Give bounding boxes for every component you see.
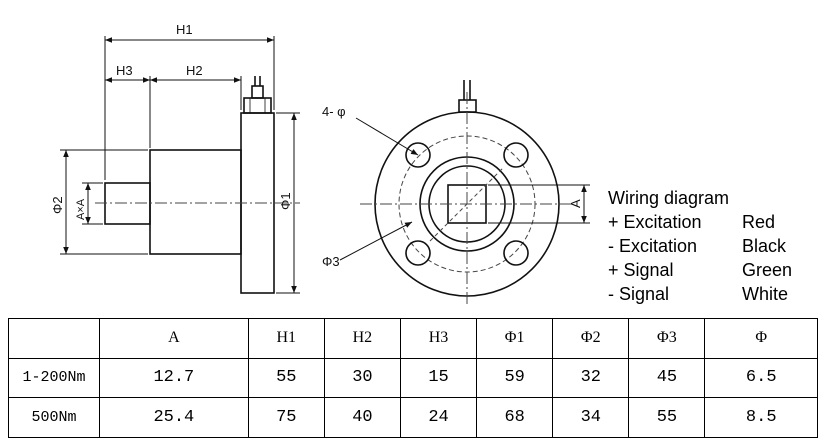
side-connector-nut bbox=[251, 85, 264, 99]
front-hole-bl bbox=[405, 240, 431, 266]
front-holes-label: 4- φ bbox=[322, 104, 346, 119]
table-header: H2 bbox=[323, 318, 401, 359]
wiring-color: Green bbox=[742, 260, 793, 280]
table-cell: 40 bbox=[323, 397, 401, 438]
table-header: Φ1 bbox=[476, 318, 554, 359]
side-connector-base bbox=[243, 97, 272, 114]
wiring-row: + Excitation Red bbox=[608, 210, 818, 234]
wiring-signal: + Signal bbox=[608, 260, 674, 280]
table-header: H3 bbox=[399, 318, 478, 359]
wiring-color: Red bbox=[742, 212, 776, 232]
table-cell: 12.7 bbox=[99, 357, 249, 399]
side-view bbox=[104, 76, 275, 294]
wiring-row: - Signal White bbox=[608, 282, 818, 306]
table-row-label: 500Nm bbox=[8, 397, 100, 438]
dim-phi1-label: Φ1 bbox=[278, 192, 293, 210]
table-cell: 15 bbox=[399, 357, 478, 399]
table-cell: 68 bbox=[476, 397, 554, 438]
dim-H1-label: H1 bbox=[176, 22, 193, 37]
table-cell: 25.4 bbox=[99, 397, 249, 438]
table-cell: 55 bbox=[628, 397, 706, 438]
table-header bbox=[8, 318, 100, 359]
table-header: A bbox=[99, 318, 249, 359]
table-cell: 34 bbox=[552, 397, 630, 438]
table-cell: 75 bbox=[247, 397, 325, 438]
table-cell: 45 bbox=[628, 357, 706, 399]
wiring-signal: - Signal bbox=[608, 284, 670, 304]
table-header-row: A H1 H2 H3 Φ1 Φ2 Φ3 Φ bbox=[8, 318, 818, 359]
table-cell: 59 bbox=[476, 357, 554, 399]
front-hole-br bbox=[503, 240, 529, 266]
dim-phi2-label: Φ2 bbox=[50, 196, 65, 214]
wiring-row: + Signal Green bbox=[608, 258, 818, 282]
dim-H3-label: H3 bbox=[116, 63, 133, 78]
table-cell: 24 bbox=[399, 397, 478, 438]
wiring-signal: - Excitation bbox=[608, 236, 698, 256]
table-header: Φ2 bbox=[552, 318, 630, 359]
side-body bbox=[149, 149, 242, 255]
table-header: H1 bbox=[247, 318, 325, 359]
wiring-row: - Excitation Black bbox=[608, 234, 818, 258]
technical-drawing: H1 H3 H2 Φ1 Φ2 A×A 4- φ Φ3 A bbox=[50, 22, 590, 305]
table-header: Φ bbox=[704, 318, 818, 359]
table-cell: 30 bbox=[323, 357, 401, 399]
dim-axa-label: A×A bbox=[75, 198, 87, 220]
table-row: 500Nm 25.4 75 40 24 68 34 55 8.5 bbox=[8, 397, 818, 438]
wiring-color: White bbox=[742, 284, 789, 304]
wiring-title: Wiring diagram bbox=[608, 188, 730, 208]
table-cell: 32 bbox=[552, 357, 630, 399]
table-row: 1-200Nm 12.7 55 30 15 59 32 45 6.5 bbox=[8, 357, 818, 399]
table-cell: 8.5 bbox=[704, 397, 818, 438]
front-hole-tr bbox=[503, 142, 529, 168]
table-cell: 55 bbox=[247, 357, 325, 399]
front-A-label: A bbox=[568, 199, 583, 208]
wiring-signal: + Excitation bbox=[608, 212, 702, 232]
front-hole-tl bbox=[405, 142, 431, 168]
spec-table: A H1 H2 H3 Φ1 Φ2 Φ3 Φ 1-200Nm 12.7 55 30… bbox=[8, 318, 818, 438]
table-cell: 6.5 bbox=[704, 357, 818, 399]
front-phi3-label: Φ3 bbox=[322, 254, 340, 269]
wiring-diagram: Wiring diagram + Excitation Red - Excita… bbox=[608, 186, 818, 306]
dim-H2-label: H2 bbox=[186, 63, 203, 78]
table-row-label: 1-200Nm bbox=[8, 357, 100, 399]
table-header: Φ3 bbox=[628, 318, 706, 359]
wiring-color: Black bbox=[742, 236, 787, 256]
